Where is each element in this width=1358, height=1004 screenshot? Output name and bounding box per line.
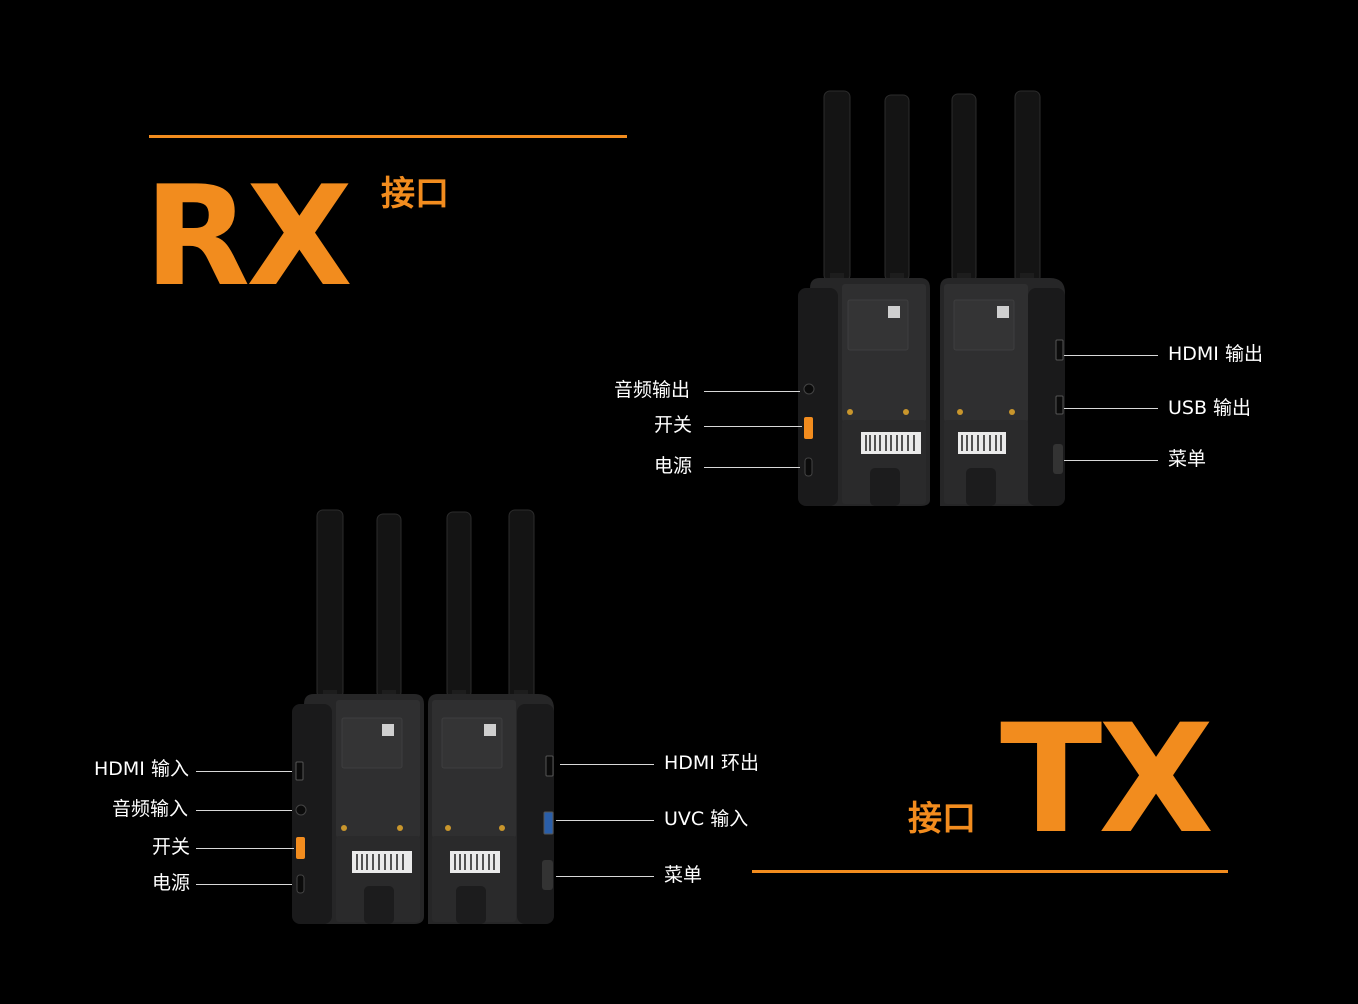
tx-leader-menu (556, 876, 654, 877)
rx-leader-usb-out (1064, 408, 1158, 409)
tx-label-uvc-in: UVC 输入 (664, 808, 749, 830)
tx-leader-power (196, 884, 292, 885)
rx-label-power: 电源 (654, 455, 693, 477)
tx-leader-switch (196, 848, 294, 849)
tx-subtitle: 接口 (908, 799, 976, 839)
rx-leader-audio-out (704, 391, 800, 392)
rx-label-hdmi-out: HDMI 输出 (1168, 343, 1263, 365)
tx-device-image (292, 509, 554, 924)
tx-antenna-icon (316, 509, 535, 701)
tx-label-menu: 菜单 (664, 864, 703, 886)
rx-label-usb-out: USB 输出 (1168, 397, 1252, 419)
rx-label-switch: 开关 (654, 414, 693, 436)
tx-label-hdmi-loop: HDMI 环出 (664, 752, 759, 774)
rx-label-menu: 菜单 (1168, 448, 1207, 470)
rx-top-rule (149, 135, 627, 138)
tx-label-audio-in: 音频输入 (112, 798, 189, 820)
tx-leader-audio-in (196, 810, 292, 811)
rx-device-image (798, 90, 1065, 506)
rx-label-audio-out: 音频输出 (614, 379, 691, 401)
rx-subtitle: 接口 (381, 174, 449, 214)
tx-label-switch: 开关 (152, 836, 191, 858)
tx-leader-hdmi-in (196, 771, 292, 772)
tx-bottom-rule (752, 870, 1228, 873)
tx-label-power: 电源 (152, 872, 191, 894)
tx-title: TX (1000, 693, 1214, 867)
rx-leader-power (704, 467, 800, 468)
rx-title: RX (144, 156, 353, 317)
tx-leader-hdmi-loop (560, 764, 654, 765)
tx-leader-uvc-in (556, 820, 654, 821)
tx-label-hdmi-in: HDMI 输入 (94, 758, 189, 780)
rx-leader-menu (1064, 460, 1158, 461)
rx-antenna-icon (823, 90, 1041, 284)
rx-leader-switch (704, 426, 802, 427)
rx-leader-hdmi-out (1064, 355, 1158, 356)
